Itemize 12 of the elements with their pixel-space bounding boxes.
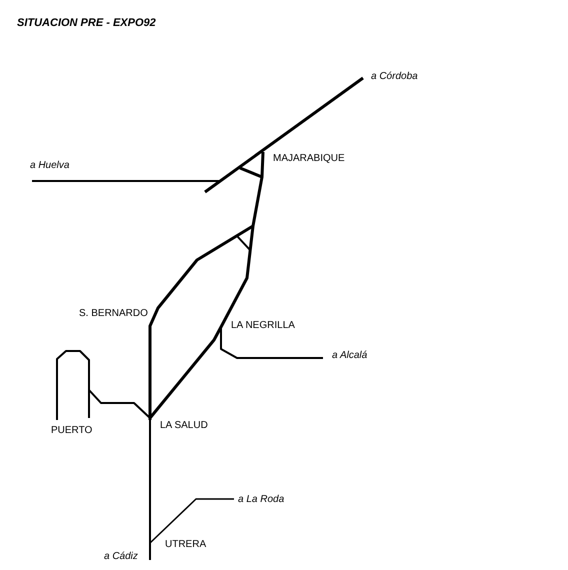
station-label: UTRERA xyxy=(165,539,206,551)
destination-label: a Cádiz xyxy=(104,551,138,563)
map-title: SITUACION PRE - EXPO92 xyxy=(17,17,156,29)
station-label: MAJARABIQUE xyxy=(273,153,345,165)
station-label: PUERTO xyxy=(51,425,92,437)
destination-label: a Alcalá xyxy=(332,350,368,362)
destination-label: a Huelva xyxy=(30,160,70,172)
station-label: S. BERNARDO xyxy=(79,308,148,320)
destination-label: a La Roda xyxy=(238,494,284,506)
destination-label: a Córdoba xyxy=(371,71,418,83)
station-label: LA SALUD xyxy=(160,420,208,432)
station-label: LA NEGRILLA xyxy=(231,320,295,332)
